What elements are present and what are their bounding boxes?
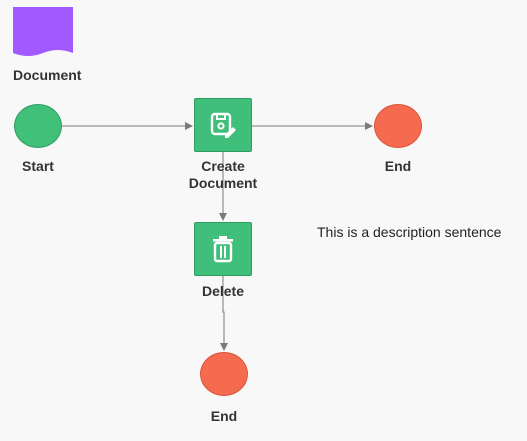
save-edit-icon <box>210 112 236 138</box>
end-node-bottom[interactable] <box>200 352 248 396</box>
create-document-node[interactable] <box>194 98 252 152</box>
start-label: Start <box>22 158 54 174</box>
description-text[interactable]: This is a description sentence <box>317 224 502 240</box>
delete-node[interactable] <box>194 222 252 276</box>
end-bottom-label: End <box>210 408 238 424</box>
end-right-label: End <box>384 158 412 174</box>
create-document-label: Create Document <box>188 158 258 191</box>
document-shape-icon <box>13 7 73 56</box>
start-node[interactable] <box>14 104 62 148</box>
delete-label: Delete <box>201 283 245 299</box>
trash-icon <box>213 236 233 263</box>
end-node-right[interactable] <box>374 104 422 148</box>
document-node[interactable] <box>13 7 73 59</box>
document-label: Document <box>13 67 82 83</box>
